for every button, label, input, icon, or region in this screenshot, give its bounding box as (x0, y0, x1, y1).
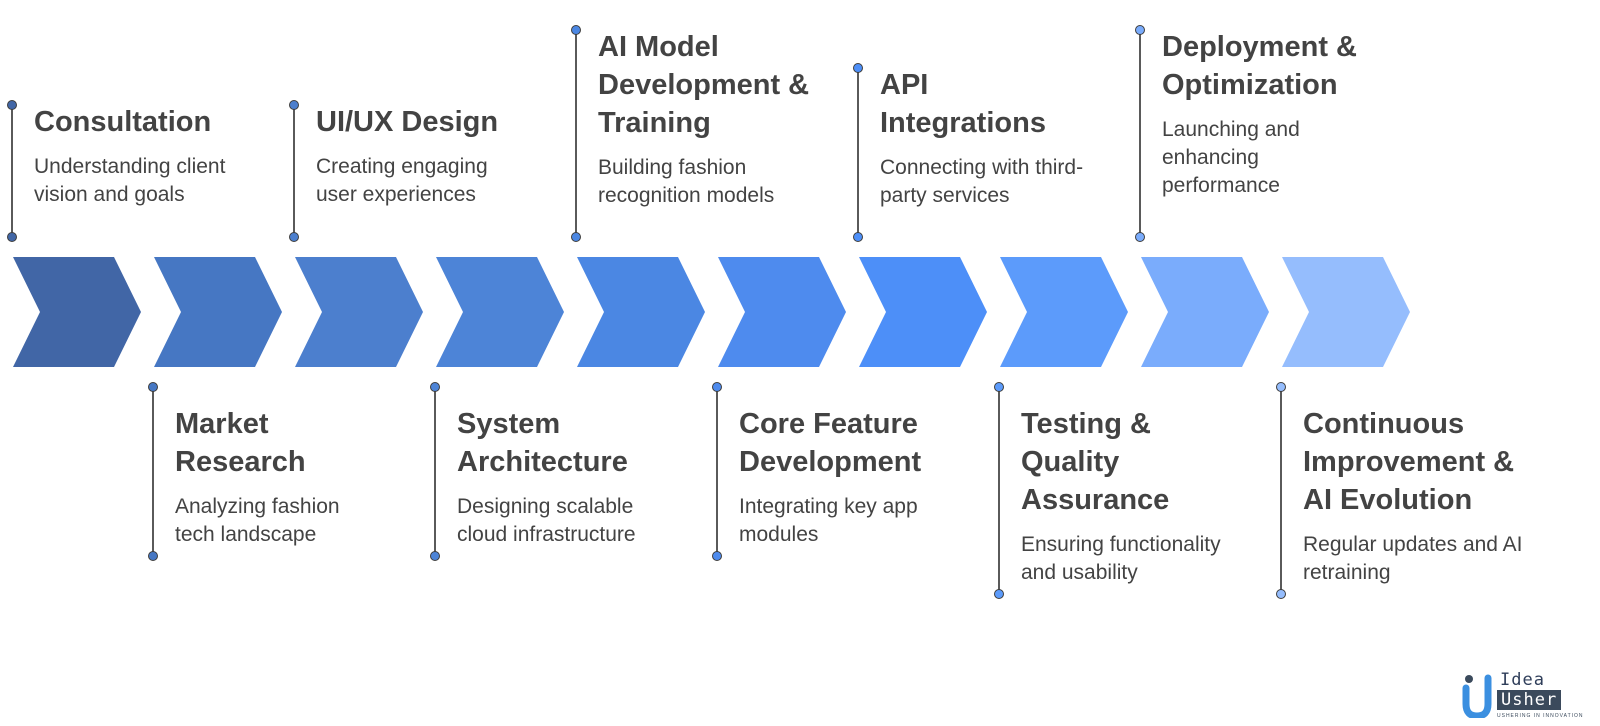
connector-line (716, 387, 718, 556)
connector-dot-start (712, 382, 722, 392)
step-description: Creating engaging user experiences (316, 155, 488, 206)
step-description: Understanding client vision and goals (34, 155, 226, 206)
connector-dot-end (712, 551, 722, 561)
logo-text-idea: Idea (1500, 670, 1545, 690)
connector-dot-start (430, 382, 440, 392)
connector-line (857, 68, 859, 237)
step-title: Deployment & Optimization (1162, 31, 1357, 101)
step-description: Ensuring functionality and usability (1021, 533, 1221, 584)
connector-dot-end (853, 232, 863, 242)
connector-line (998, 387, 1000, 594)
connector-line (575, 30, 577, 237)
chevron-step-7 (859, 257, 987, 367)
connector-line (293, 105, 295, 237)
step-title: API Integrations (880, 69, 1046, 139)
chevron-step-10 (1282, 257, 1410, 367)
connector-line (434, 387, 436, 556)
connector-dot-start (571, 25, 581, 35)
chevron-step-3 (295, 257, 423, 367)
step-title: Consultation (34, 106, 212, 138)
chevron-step-2 (154, 257, 282, 367)
chevron-step-9 (1141, 257, 1269, 367)
connector-dot-end (430, 551, 440, 561)
connector-dot-start (853, 63, 863, 73)
connector-dot-end (148, 551, 158, 561)
step-description: Connecting with third-party services (880, 156, 1084, 207)
connector-line (1280, 387, 1282, 594)
idea-usher-logo: Idea Usher USHERING IN INNOVATION (1462, 670, 1600, 726)
logo-tagline: USHERING IN INNOVATION (1497, 713, 1584, 719)
step-title: UI/UX Design (316, 106, 499, 138)
step-description: Integrating key app modules (739, 495, 918, 546)
step-description: Designing scalable cloud infrastructure (457, 495, 636, 546)
connector-dot-end (289, 232, 299, 242)
step-title: Continuous Improvement & AI Evolution (1303, 408, 1515, 516)
step-title: Market Research (175, 408, 306, 478)
connector-dot-start (289, 100, 299, 110)
step-title: AI Model Development & Training (598, 31, 810, 139)
connector-dot-start (1135, 25, 1145, 35)
chevron-step-5 (577, 257, 705, 367)
chevron-step-6 (718, 257, 846, 367)
chevron-step-8 (1000, 257, 1128, 367)
connector-dot-start (148, 382, 158, 392)
step-title: Testing & Quality Assurance (1021, 408, 1170, 516)
step-description: Regular updates and AI retraining (1303, 533, 1523, 584)
connector-dot-start (1276, 382, 1286, 392)
connector-line (11, 105, 13, 237)
step-title: System Architecture (457, 408, 628, 478)
logo-u-icon (1462, 674, 1492, 718)
logo-text-usher: Usher (1497, 690, 1562, 710)
connector-dot-start (7, 100, 17, 110)
connector-dot-start (994, 382, 1004, 392)
step-description: Building fashion recognition models (598, 156, 775, 207)
connector-dot-end (994, 589, 1004, 599)
connector-dot-end (1135, 232, 1145, 242)
connector-line (152, 387, 154, 556)
connector-dot-end (571, 232, 581, 242)
chevron-step-4 (436, 257, 564, 367)
chevron-step-1 (13, 257, 141, 367)
connector-dot-end (1276, 589, 1286, 599)
connector-dot-end (7, 232, 17, 242)
step-description: Launching and enhancing performance (1162, 118, 1300, 197)
step-title: Core Feature Development (739, 408, 922, 478)
step-description: Analyzing fashion tech landscape (175, 495, 340, 546)
connector-line (1139, 30, 1141, 237)
